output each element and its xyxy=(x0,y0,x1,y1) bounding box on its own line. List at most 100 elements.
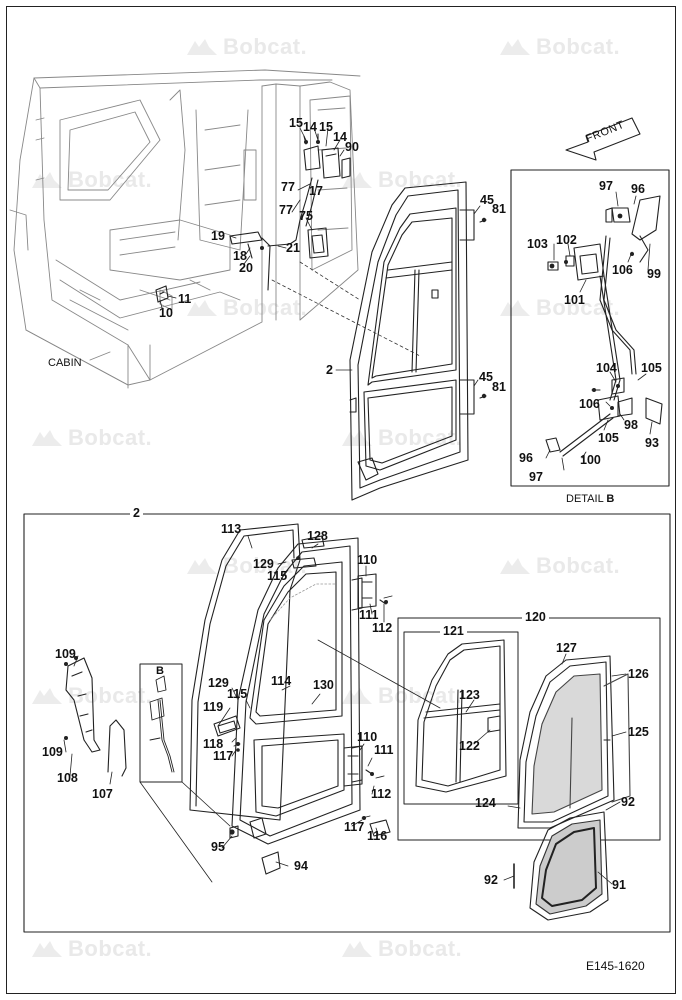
part-label: 116 xyxy=(367,829,388,843)
part-label: 92 xyxy=(621,795,635,809)
caption-detail-letter: B xyxy=(606,493,615,505)
bobcat-logo-icon xyxy=(342,688,372,705)
bobcat-watermark: Bobcat. xyxy=(30,936,152,962)
part-label: 113 xyxy=(221,522,242,536)
part-label: 98 xyxy=(624,418,638,432)
part-label: 92 xyxy=(484,873,498,887)
bracket-108 xyxy=(65,657,101,753)
part-label: 107 xyxy=(92,787,113,801)
bobcat-watermark: Bobcat. xyxy=(340,683,462,709)
bobcat-logo-icon xyxy=(500,558,530,575)
part-label: 128 xyxy=(307,529,328,543)
watermark-text: Bobcat. xyxy=(378,936,463,961)
bobcat-watermark: Bobcat. xyxy=(30,425,152,451)
part-94 xyxy=(261,851,281,875)
part-label: 117 xyxy=(344,820,365,834)
part-label: 45 xyxy=(479,370,493,384)
part-label: 81 xyxy=(492,380,506,394)
part-label: 91 xyxy=(612,878,626,892)
bobcat-logo-icon xyxy=(32,430,62,447)
watermark-text: Bobcat. xyxy=(378,167,463,192)
glass-panels-124-127 xyxy=(517,655,631,829)
rod-107 xyxy=(107,719,127,777)
projection-line-glass xyxy=(317,639,441,709)
part-label: 112 xyxy=(372,621,393,635)
part-label: 102 xyxy=(556,233,577,247)
bobcat-logo-icon xyxy=(342,941,372,958)
cabin-frame xyxy=(9,69,361,389)
part-label: 119 xyxy=(203,700,224,714)
watermark-text: Bobcat. xyxy=(223,34,308,59)
part-label: 105 xyxy=(598,431,619,445)
part-label: 97 xyxy=(529,470,543,484)
inset-b-frame xyxy=(139,663,183,783)
part-label: 96 xyxy=(631,182,645,196)
bobcat-watermark: Bobcat. xyxy=(498,553,620,579)
part-label: 110 xyxy=(357,553,378,567)
bobcat-logo-icon xyxy=(187,300,217,317)
inset-b-parts xyxy=(149,675,175,773)
handle-119 xyxy=(213,715,241,737)
drawing-code: E145-1620 xyxy=(586,959,645,973)
part-label: 130 xyxy=(313,678,334,692)
part-label: 99 xyxy=(647,267,661,281)
caption-detail-b: DETAIL B xyxy=(566,493,614,505)
part-label: 101 xyxy=(564,293,585,307)
glass-panel-91 xyxy=(513,811,609,921)
part-label: 118 xyxy=(203,737,224,751)
bobcat-logo-icon xyxy=(32,688,62,705)
part-label: 126 xyxy=(628,667,649,681)
part-label: 90 xyxy=(345,140,359,154)
caption-door-group: 2 xyxy=(130,507,143,520)
watermark-text: Bobcat. xyxy=(68,936,153,961)
part-label: 105 xyxy=(641,361,662,375)
bobcat-logo-icon xyxy=(187,39,217,56)
part-label: 117 xyxy=(213,749,234,763)
part-label: 2 xyxy=(326,363,333,377)
part-label: 111 xyxy=(359,608,379,622)
part-label: 94 xyxy=(294,859,308,873)
part-label: 10 xyxy=(159,306,173,320)
caption-glass-group: 120 xyxy=(522,611,549,624)
watermark-text: Bobcat. xyxy=(223,553,308,578)
handle-119-inner xyxy=(217,720,237,734)
part-label: 124 xyxy=(475,796,496,810)
bobcat-logo-icon xyxy=(187,558,217,575)
part-label: 109 xyxy=(42,745,63,759)
caption-cabin: CABIN xyxy=(48,357,82,369)
bobcat-watermark: Bobcat. xyxy=(340,936,462,962)
detail-b-frame xyxy=(510,169,670,487)
part-label: 129 xyxy=(208,676,229,690)
bobcat-watermark: Bobcat. xyxy=(185,553,307,579)
bolts xyxy=(233,595,393,819)
part-label: 114 xyxy=(271,674,292,688)
part-label: 109 xyxy=(55,647,76,661)
watermark-text: Bobcat. xyxy=(378,683,463,708)
caption-detail-word: DETAIL xyxy=(566,493,604,505)
part-label: 15 xyxy=(319,120,333,134)
caption-glass-subgroup: 121 xyxy=(440,625,467,638)
sheet-border xyxy=(6,6,676,994)
part-label: 75 xyxy=(299,209,313,223)
part-label: 11 xyxy=(178,292,192,306)
watermark-text: Bobcat. xyxy=(536,34,621,59)
fastener-dots xyxy=(64,140,634,835)
detail-b-parts xyxy=(545,195,663,457)
bobcat-watermark: Bobcat. xyxy=(185,34,307,60)
part-label: 77 xyxy=(279,203,293,217)
part-label: 123 xyxy=(459,688,480,702)
bobcat-watermark: Bobcat. xyxy=(498,34,620,60)
part-label: 127 xyxy=(556,641,577,655)
part-label: 104 xyxy=(596,361,617,375)
bobcat-logo-icon xyxy=(342,430,372,447)
door-group-frame xyxy=(23,513,671,933)
part-label: 14 xyxy=(333,130,347,144)
part-label: 115 xyxy=(267,569,288,583)
part-label: 106 xyxy=(612,263,633,277)
part-label: 15 xyxy=(289,116,303,130)
door-assembly-top xyxy=(349,181,475,501)
part-label: 122 xyxy=(459,739,480,753)
front-arrow-icon xyxy=(565,117,641,161)
part-label: 106 xyxy=(579,397,600,411)
